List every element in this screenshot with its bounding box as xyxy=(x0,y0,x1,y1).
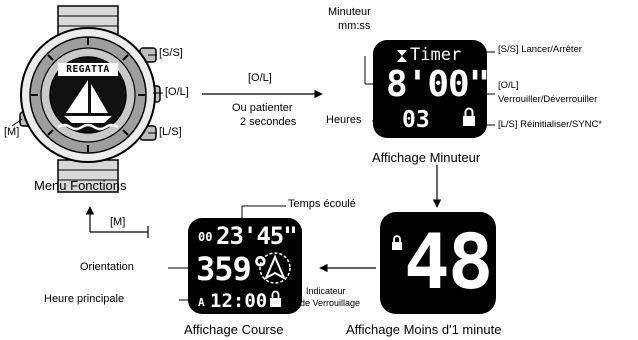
watch-button-m-label: [M] xyxy=(4,126,20,138)
watch-button-ss-label: [S/S] xyxy=(159,47,183,59)
timer-caption: Affichage Minuteur xyxy=(372,150,481,165)
transition-note-line1: Ou patienter xyxy=(232,102,293,114)
hourglass-icon xyxy=(397,50,407,62)
watch-illustration xyxy=(19,5,161,193)
back-key-label: [M] xyxy=(110,216,126,228)
race-screen xyxy=(188,218,302,314)
transition-key-label: [O/L] xyxy=(248,72,272,84)
race-heading: 359° xyxy=(196,250,270,288)
timer-header: Timer xyxy=(410,45,462,65)
transition-note-line2: 2 secondes xyxy=(240,116,297,128)
race-caption: Affichage Course xyxy=(184,322,284,337)
annotation-ss: [S/S] Lancer/Arrêter xyxy=(498,44,582,55)
timer-hours: 03 xyxy=(402,107,430,133)
label-orientation: Orientation xyxy=(80,261,134,273)
compass-icon xyxy=(259,252,291,284)
minute-caption: Affichage Moins d'1 minute xyxy=(346,322,502,337)
watch-caption: Menu Fonctions xyxy=(34,178,127,193)
label-main-time: Heure principale xyxy=(44,293,125,305)
minute-value: 48 xyxy=(404,217,494,306)
lock-icon xyxy=(270,290,281,307)
race-clock-prefix: A xyxy=(198,296,205,309)
timer-screen xyxy=(373,40,487,138)
label-minuteur-line2: mm:ss xyxy=(338,20,371,32)
label-lock-line2: de Verrouillage xyxy=(300,298,361,308)
annotation-ol-line2: Verrouiller/Déverrouiller xyxy=(498,94,598,105)
label-lock-line1: Indicateur xyxy=(306,286,346,296)
watch-button-ls-label: [L/S] xyxy=(159,126,182,138)
label-minuteur-line1: Minuteur xyxy=(328,6,371,18)
race-elapsed: 23'45" xyxy=(216,222,298,250)
watch-mode-label: REGATTA xyxy=(66,64,110,75)
annotation-ol-line1: [O/L] xyxy=(498,80,519,91)
label-elapsed: Temps écoulé xyxy=(288,198,356,210)
race-elapsed-prefix: 00 xyxy=(198,230,213,244)
label-heures: Heures xyxy=(326,114,362,126)
race-clock: 12:00 xyxy=(210,290,268,312)
lock-icon xyxy=(463,107,475,126)
annotation-ls: [L/S] Réinitialiser/SYNC* xyxy=(498,119,603,130)
lock-icon xyxy=(392,235,402,250)
timer-countdown: 8'00" xyxy=(386,64,490,105)
minute-screen xyxy=(380,212,496,314)
watch-button-ol-label: [O/L] xyxy=(165,86,189,98)
